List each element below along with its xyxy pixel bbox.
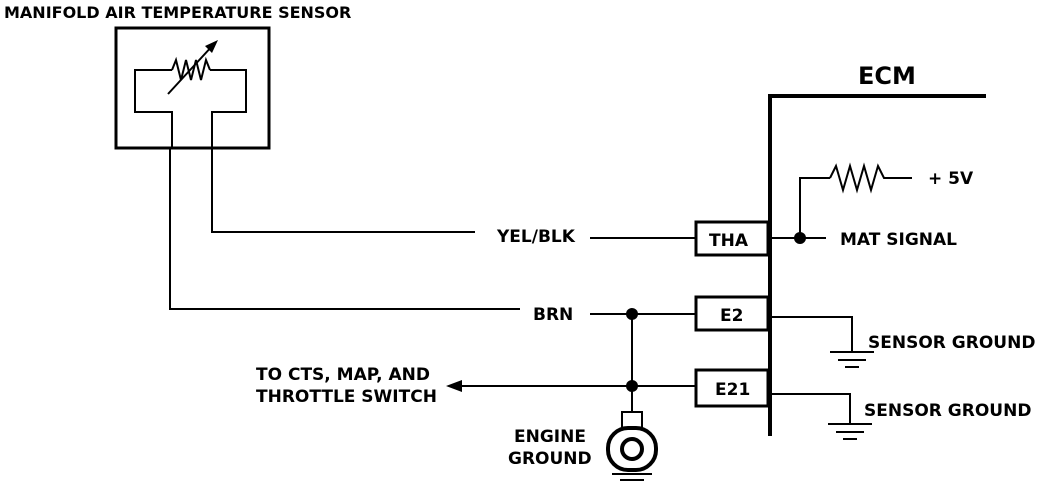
mat-signal-label: MAT SIGNAL	[840, 230, 957, 250]
sensor-title: MANIFOLD AIR TEMPERATURE SENSOR	[4, 3, 351, 22]
ecm: ECM	[768, 62, 986, 436]
pin-e2-box	[694, 295, 770, 332]
e21-arrow-head	[446, 380, 462, 392]
pin-e2: E2	[694, 295, 770, 332]
pullup-wire	[799, 177, 830, 238]
to-cts-label-line2: THROTTLE SWITCH	[256, 387, 437, 407]
ground-wire	[169, 148, 520, 310]
sensor-ground-2-wire	[770, 393, 851, 424]
ground-wire-color-label: BRN	[533, 305, 573, 325]
thermistor-symbol	[171, 56, 211, 81]
signal-wire	[211, 148, 475, 233]
engine-ground-label-line1: ENGINE	[514, 427, 586, 447]
pin-e21-box	[694, 368, 770, 408]
pin-tha: THA	[694, 220, 770, 257]
ecm-title: ECM	[858, 62, 916, 90]
sensor-outer-box	[114, 26, 271, 150]
sensor-ground-2-label: SENSOR GROUND	[864, 401, 1031, 421]
plus-5v-label: + 5V	[928, 169, 974, 189]
sensor-inner-loop	[134, 69, 247, 148]
engine-ground	[606, 411, 658, 481]
engine-ground-eyelet	[606, 426, 658, 472]
pin-e2-label: E2	[720, 306, 743, 326]
thermistor-arrow-head	[205, 40, 218, 53]
engine-ground-stud	[621, 411, 643, 429]
pin-e21: E21	[694, 368, 770, 408]
pin-e21-label: E21	[715, 380, 750, 400]
mat-sensor	[114, 26, 271, 150]
engine-ground-label-line2: GROUND	[508, 449, 592, 469]
engine-ground-hole	[620, 437, 644, 461]
signal-wire-color-label: YEL/BLK	[496, 227, 576, 247]
thermistor-arrow-shaft	[167, 43, 215, 95]
splice-dot-brn	[626, 308, 638, 320]
pin-tha-label: THA	[709, 231, 749, 251]
pullup-resistor	[829, 162, 912, 194]
sensor-ground-1-wire	[770, 316, 853, 352]
pin-tha-box	[694, 220, 770, 257]
to-cts-label-line1: TO CTS, MAP, AND	[256, 365, 430, 385]
sensor-ground-1-label: SENSOR GROUND	[868, 333, 1035, 353]
